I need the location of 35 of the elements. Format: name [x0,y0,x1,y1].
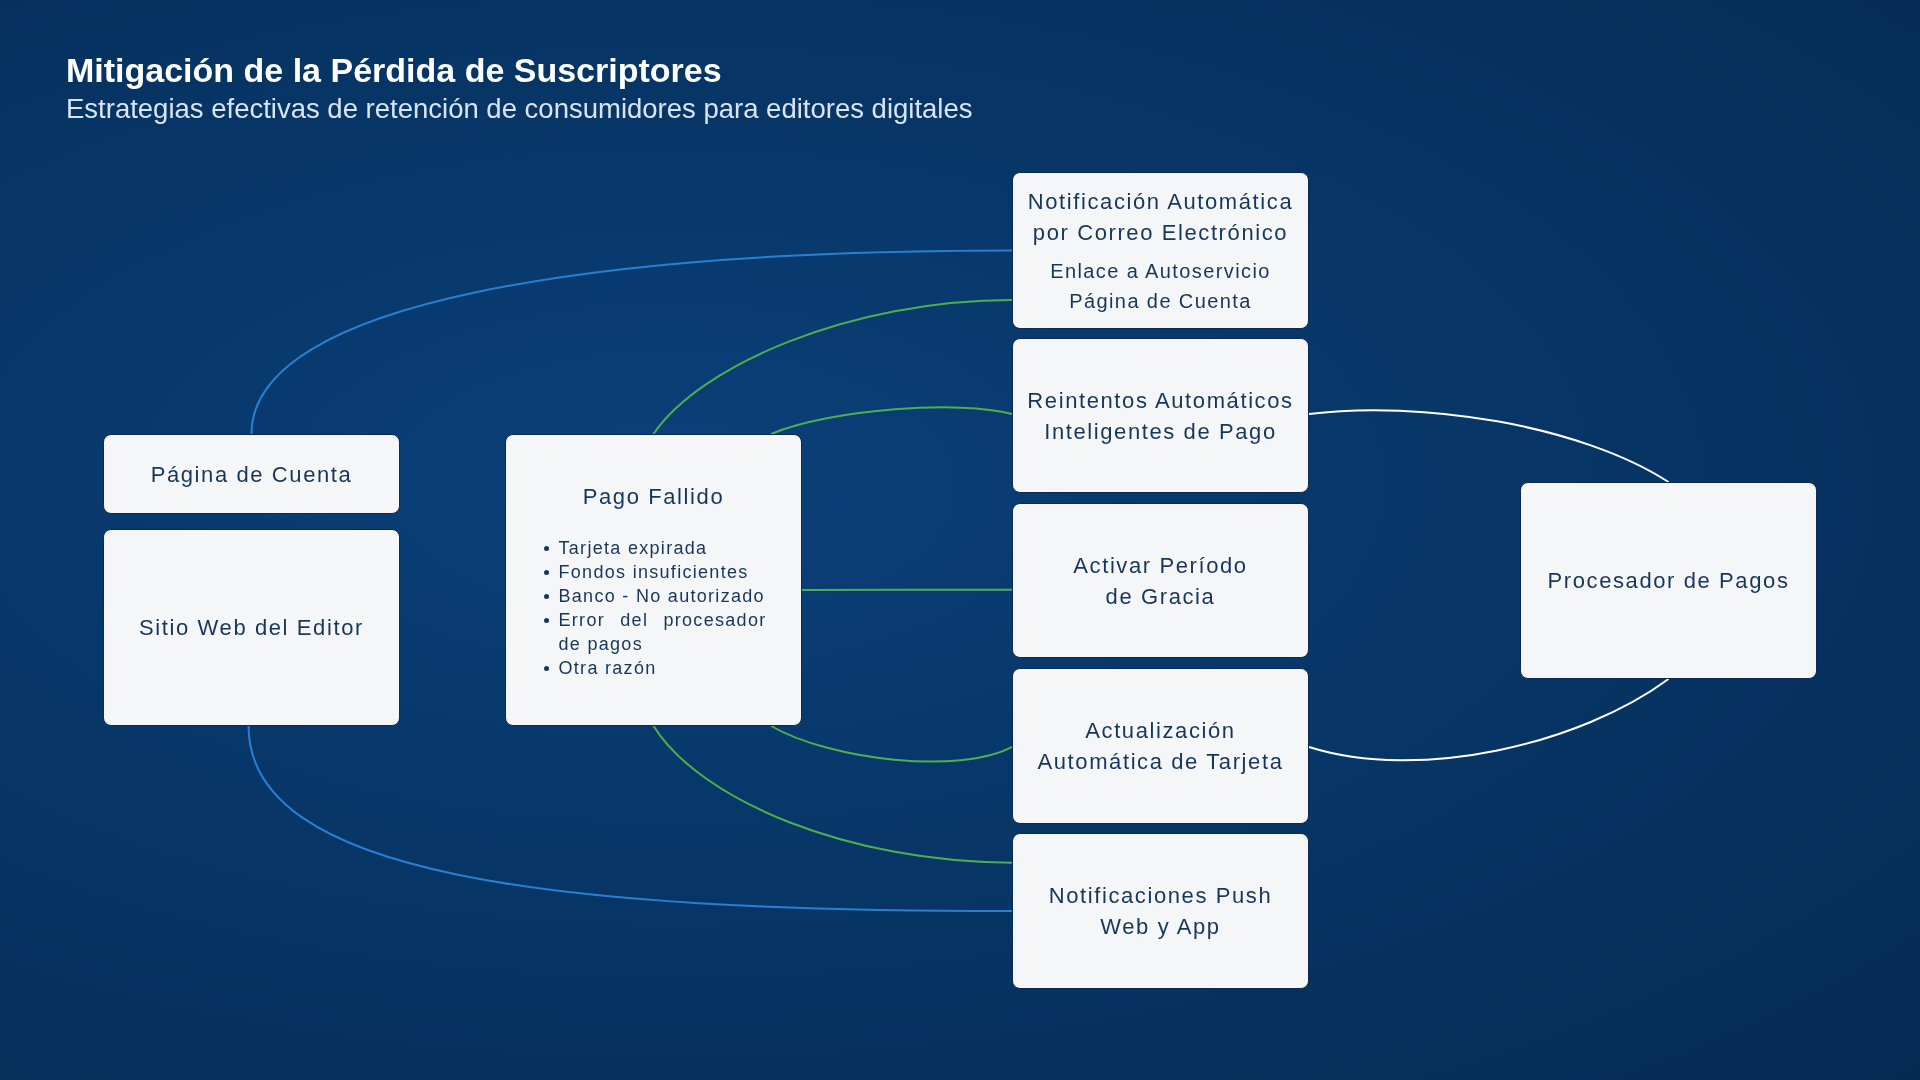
node-label: Activar Período de Gracia [1072,551,1249,611]
process-box [505,434,802,726]
process-box [1012,172,1309,329]
list-item: Banco - No autorizado [540,583,767,608]
slide-title: Mitigación de la Pérdida de Suscriptores [66,50,723,90]
connector-line [770,725,1013,763]
process-box [103,434,400,514]
node-label: Sitio Web del Editor [139,614,364,642]
process-box [1012,338,1309,493]
connector-line [770,406,1013,435]
connector-line [247,725,1013,912]
connector-line [1308,409,1670,483]
slide-subtitle: Estrategias efectivas de retención de consumidores para editores digitales [66,93,973,125]
node-label: Actualización Automática de Tarjeta [1036,717,1285,776]
list-item: Fondos insuficientes [540,559,767,584]
list-item: Tarjeta expirada [540,535,767,560]
connector-line [1308,678,1670,762]
connector-line [652,298,1013,435]
process-box [1012,833,1309,989]
connector-line [250,249,1013,435]
process-box [1012,503,1309,658]
process-box [103,529,400,726]
node-label: Notificación Automática por Correo Electrónico [1026,187,1295,247]
node-label: Página de Cuenta [150,460,353,489]
list-item: Error del procesador de pagos [540,607,767,656]
process-box [1520,482,1817,679]
connector-line [801,588,1013,591]
process-box [1012,668,1309,824]
list-item: Otra razón [540,655,767,680]
connector-line [652,725,1013,864]
box-title: Pago Fallido [582,482,725,511]
node-label: Notificaciones Push Web y App [1047,882,1274,941]
node-label: Procesador de Pagos [1547,567,1790,595]
node-label: Reintentos Automáticos Inteligentes de Pago [1026,386,1295,446]
node-subtext: Enlace a Autoservicio Página de Cuenta [1049,258,1272,314]
